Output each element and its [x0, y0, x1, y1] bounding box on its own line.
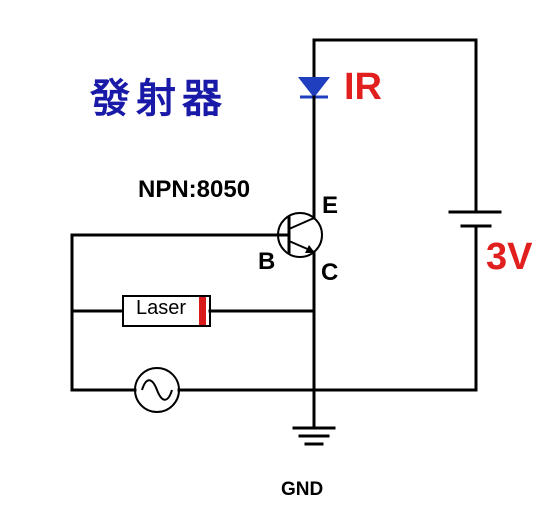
laser-cap — [199, 297, 206, 325]
ir-label: IR — [344, 66, 382, 108]
transistor-collector-lead — [288, 217, 315, 230]
laser-label: Laser — [135, 297, 187, 319]
ir-diode-triangle — [297, 77, 331, 98]
collector-label: C — [321, 259, 339, 286]
ground-label: GND — [281, 479, 324, 500]
emitter-label: E — [322, 192, 339, 219]
voltage-label: 3V — [486, 236, 533, 278]
ac-sine-icon — [141, 379, 173, 401]
diagram-title: 發射器 — [90, 75, 228, 122]
transistor-label: NPN:8050 — [138, 176, 251, 203]
base-label: B — [258, 248, 276, 275]
laser-body — [122, 295, 211, 327]
